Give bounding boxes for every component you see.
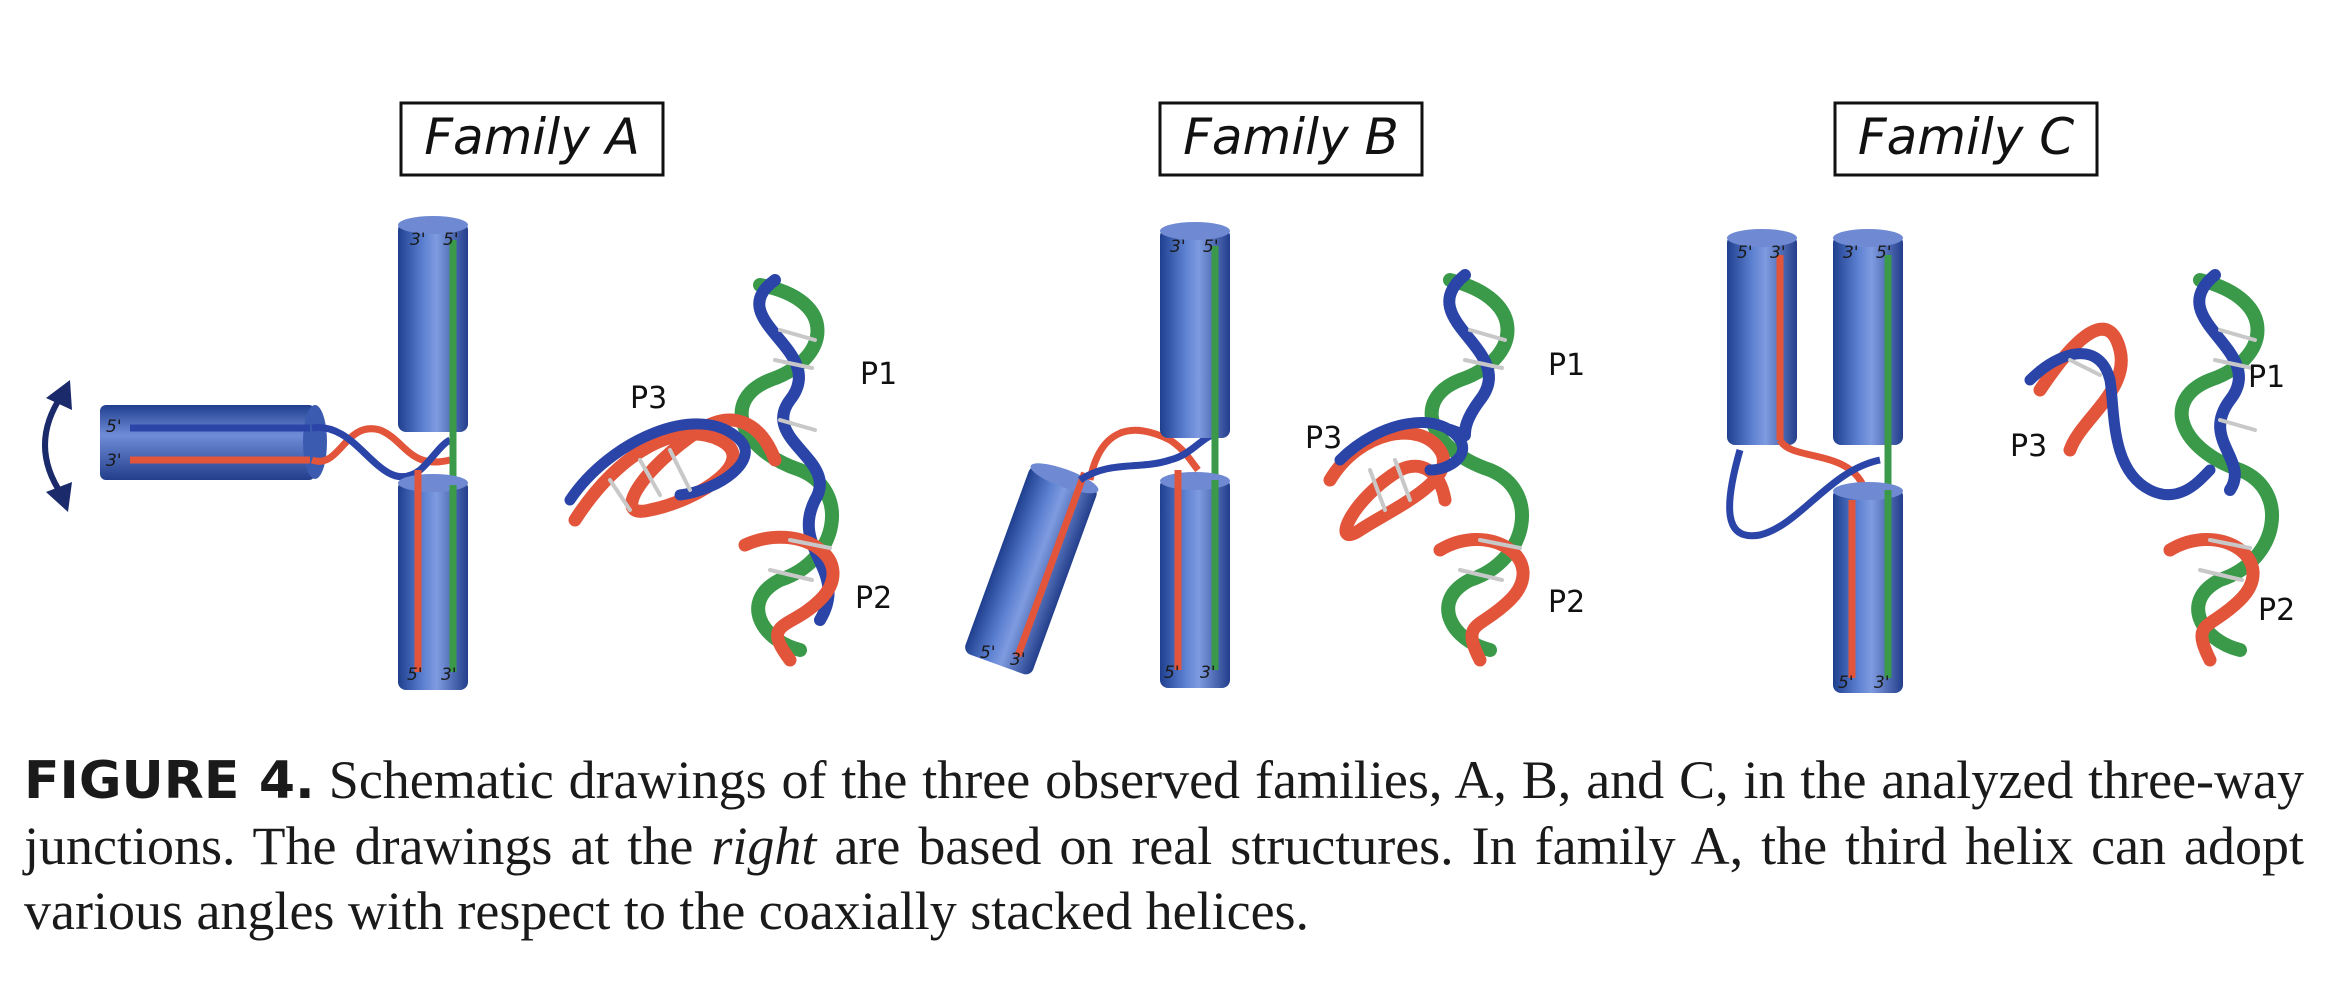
family-a-p2-cylinder [398, 470, 468, 690]
family-a-p1-label: P1 [860, 357, 897, 392]
family-c-p1-label: P1 [2248, 360, 2285, 395]
family-b-p1-cylinder [1160, 222, 1230, 480]
figure-4-illustration: Family A 5' 3' 3' 5' [42, 101, 2295, 693]
family-b-p1-label: P1 [1548, 348, 1585, 383]
family-c-p2-label: P2 [2258, 593, 2295, 628]
family-a-title-box [399, 101, 665, 177]
figure-label: FIGURE 4. [24, 751, 315, 811]
family-b-p1-five-prime: 5' [1203, 237, 1219, 257]
family-a-ribbon-structure [564, 274, 840, 667]
family-c-p1-five-prime: 5' [1876, 243, 1892, 263]
caption-emphasis: right [711, 816, 817, 876]
family-a-p1-five-prime: 5' [443, 230, 459, 250]
family-a-title: Family A [424, 108, 640, 166]
family-b-panel: Family B 5' 3' 3' 5' 5' 3' [965, 101, 1585, 688]
family-b-title: Family B [1183, 108, 1399, 166]
figure-caption: FIGURE 4.Schematic drawings of the three… [24, 748, 2304, 944]
family-a-p2-three-prime: 3' [441, 665, 457, 685]
family-c-p2-five-prime: 5' [1838, 673, 1854, 693]
family-a-junction-blue-strand [311, 424, 452, 481]
family-c-p3-three-prime: 3' [1770, 243, 1786, 263]
family-b-title-box [1158, 101, 1424, 177]
family-b-p3-five-prime: 5' [980, 643, 996, 663]
rotation-arrow-icon [42, 380, 72, 512]
family-b-p3-cylinder [965, 463, 1099, 675]
caption-text-part-1: Schematic drawings of the three observed… [24, 750, 2304, 876]
family-b-p3-three-prime: 3' [1010, 650, 1026, 670]
family-a-p3-label: P3 [630, 381, 667, 416]
family-c-p1-three-prime: 3' [1843, 243, 1859, 263]
family-c-p3-five-prime: 5' [1737, 243, 1753, 263]
family-b-p3-label: P3 [1305, 421, 1342, 456]
family-b-p2-cylinder [1160, 470, 1230, 688]
family-b-junction-red-strand [1086, 426, 1201, 481]
family-c-p1-cylinder [1833, 229, 1903, 490]
family-c-title: Family C [1858, 108, 2074, 166]
family-a-p3-three-prime: 3' [106, 451, 122, 471]
family-c-ribbon-structure [2024, 269, 2279, 667]
family-a-p2-label: P2 [855, 581, 892, 616]
family-a-p2-five-prime: 5' [407, 665, 423, 685]
family-a-p3-cylinder [100, 405, 327, 480]
family-c-p2-cylinder [1833, 482, 1903, 693]
family-a-p1-cylinder [398, 216, 468, 432]
family-c-p3-cylinder [1727, 229, 1797, 445]
family-c-junction-blue-strand [1726, 449, 1881, 540]
family-a-junction-red-strand [310, 425, 451, 466]
family-b-p1-three-prime: 3' [1170, 237, 1186, 257]
family-b-junction-blue-strand [1078, 431, 1214, 483]
family-b-ribbon-structure [1323, 269, 1530, 667]
family-b-p2-five-prime: 5' [1164, 663, 1180, 683]
caption-text-part-2: are based on real structures. In family … [24, 816, 2305, 941]
family-c-p3-label: P3 [2010, 429, 2047, 464]
family-a-p3-five-prime: 5' [106, 417, 122, 437]
family-a-p1-three-prime: 3' [410, 230, 426, 250]
family-c-title-box [1833, 101, 2099, 177]
family-c-panel: Family C 5' 3' 3' 5' 5' 3' [1726, 101, 2295, 693]
family-a-panel: Family A 5' 3' 3' 5' [42, 101, 897, 690]
family-c-p2-three-prime: 3' [1874, 673, 1890, 693]
family-b-p2-three-prime: 3' [1200, 663, 1216, 683]
family-b-p2-label: P2 [1548, 585, 1585, 620]
